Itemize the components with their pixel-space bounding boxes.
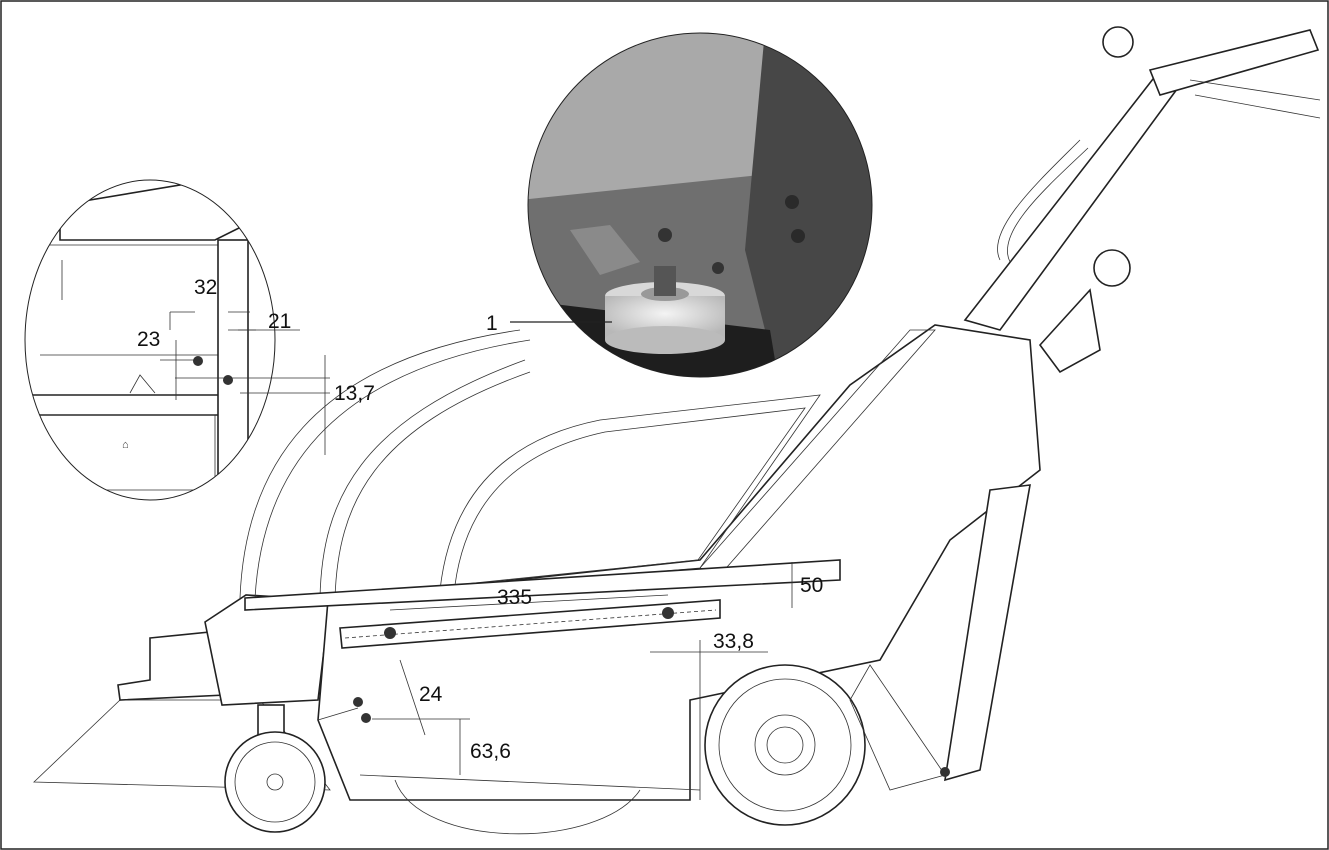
handle-assembly [963,26,1321,374]
side-detail-view: ⌂ [24,179,330,501]
dimension-lines [317,562,793,800]
sweeper-machine [33,26,1321,835]
dim-33-8: 33,8 [713,630,754,653]
dim-50: 50 [800,574,823,597]
rail-bolt-left [384,627,396,639]
rail-bolt-right [662,607,674,619]
rear-wheel [704,664,866,826]
svg-text:⌂: ⌂ [122,439,129,451]
dim-335: 335 [497,586,532,609]
caster-wheel [224,704,326,833]
zoom-detail-roller [528,33,872,377]
side-bolt-upper [353,697,363,707]
dim-13-7: 13,7 [334,382,375,405]
side-bolt-lower [361,713,371,723]
dim-23: 23 [137,328,160,351]
callout-label: 1 [486,312,498,335]
dim-63-6: 63,6 [470,740,511,763]
dim-21: 21 [268,310,291,333]
dim-24: 24 [419,683,443,706]
dim-32: 32 [194,276,217,299]
